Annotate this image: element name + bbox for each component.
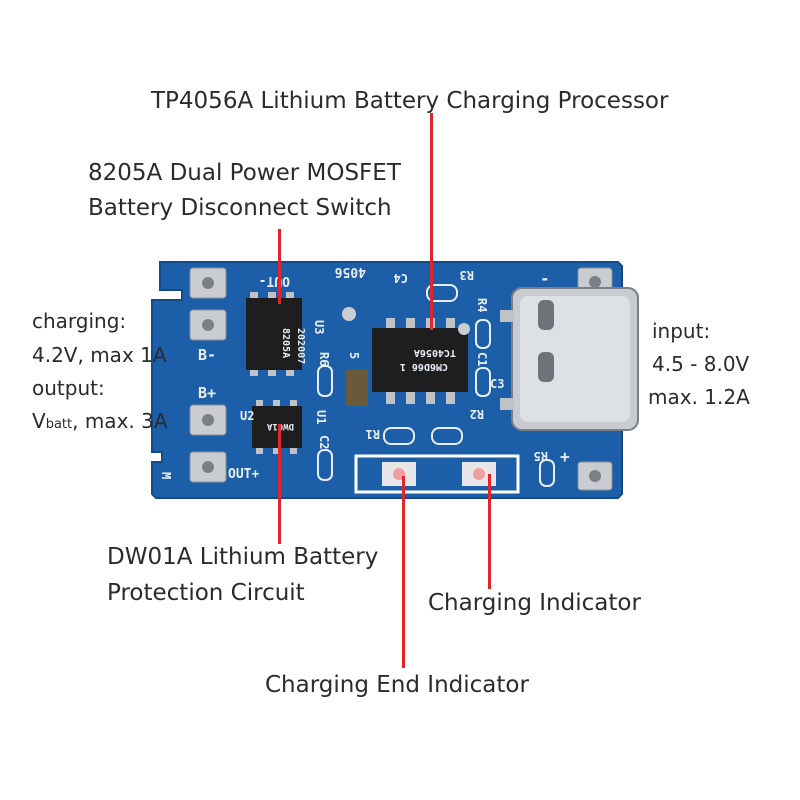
silk-c4: C4 [394,271,408,285]
label-output-line2: Vbatt, max. 3A [32,406,168,440]
silk-r4: R4 [475,298,489,312]
silk-c1: C1 [475,352,489,366]
silk-b-plus: B+ [198,384,216,402]
label-tp4056: TP4056A Lithium Battery Charging Process… [151,88,669,114]
chip-dw01a [252,400,302,454]
resistor-r2 [431,427,463,445]
label-mosfet-line2: Battery Disconnect Switch [88,195,392,221]
silk-r3: R3 [460,268,474,282]
label-charging-line1: charging: [32,309,127,333]
silk-plus: + [560,447,570,466]
vbatt-sub: batt [45,417,73,432]
capacitor-c1 [475,319,491,349]
silk-m: M [159,472,173,479]
resistor-r3 [426,284,458,302]
leader-charging-end [402,476,405,668]
leader-dw01a [278,424,281,544]
resistor-r6 [317,365,333,397]
capacitor-c2 [317,449,333,481]
vbatt-rest: , max. 3A [72,409,168,433]
leader-charging [488,474,491,589]
label-output-line1: output: [32,376,105,400]
silk-u3: U3 [312,320,326,334]
label-charging-indicator: Charging Indicator [428,590,641,616]
capacitor-c3 [475,367,491,397]
silk-r5: R5 [534,449,548,463]
resistor-r1 [383,427,415,445]
label-charging-line2: 4.2V, max 1A [32,343,167,367]
silk-r2: R2 [470,407,484,421]
silk-out-plus: OUT+ [228,467,259,482]
label-input-line1: input: [652,319,711,343]
silk-u2: U2 [240,409,254,423]
label-input-line2: 4.5 - 8.0V [652,352,750,376]
vbatt-v: V [32,409,46,433]
via [458,323,470,335]
silk-b-minus: B- [198,346,216,364]
silk-minus: - [540,269,550,288]
label-charging-end-indicator: Charging End Indicator [265,672,529,698]
pad-out-minus [189,267,227,299]
led-charging-end [382,462,416,486]
chip-8205a-date: 202007 [295,328,306,364]
silk-five: 5 [347,352,361,359]
leader-tp4056 [430,113,433,330]
silk-u1: U1 [314,410,328,424]
chip-8205a [246,292,302,376]
silk-c3: C3 [490,377,504,391]
label-input-line3: max. 1.2A [648,385,750,409]
usb-c-connector [500,287,639,431]
pad-b-plus [189,404,227,436]
pad-out-plus [189,451,227,483]
label-dw01a-line1: DW01A Lithium Battery [107,544,379,570]
label-mosfet-line1: 8205A Dual Power MOSFET [88,160,401,186]
resistor-r5 [539,459,555,487]
silk-r1: R1 [366,427,380,441]
pad-b-minus [189,309,227,341]
pad-in-plus [577,461,613,491]
silk-out-minus: OUT- [259,273,290,288]
label-dw01a-line2: Protection Circuit [107,580,305,606]
silk-model: 4056 [335,264,366,279]
via [342,307,356,321]
chip-tc4056-code: CM6D66 1 [400,361,448,372]
silk-r6: R6 [317,352,331,366]
chip-8205a-text: 8205A [280,328,291,358]
chip-tc4056a [372,318,468,404]
silk-c2: C2 [317,435,331,449]
led-frame [354,454,520,494]
capacitor-c5 [346,370,368,406]
leader-8205a [278,229,281,304]
chip-tc4056-text: TC4056A [414,347,456,358]
